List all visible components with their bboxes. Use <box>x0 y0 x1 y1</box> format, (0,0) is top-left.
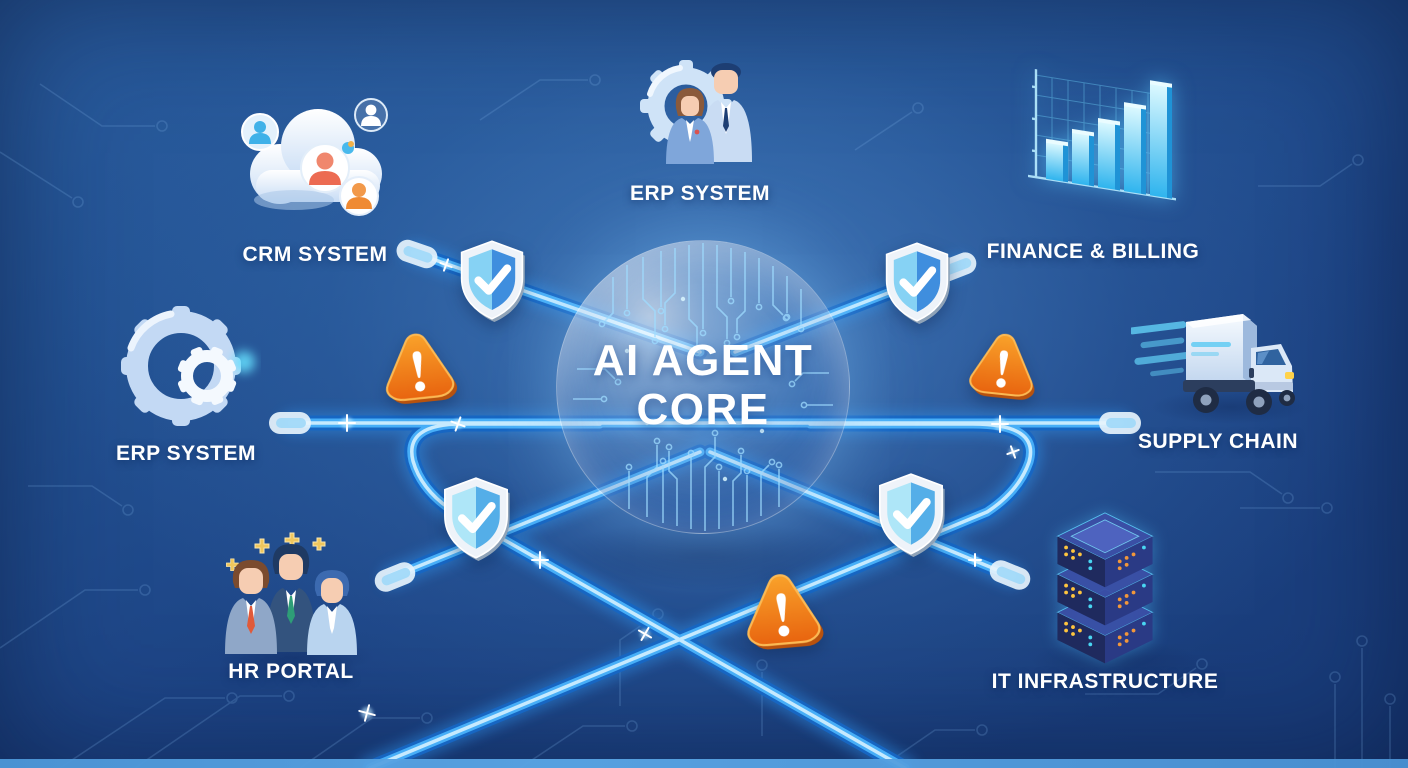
server-stack-icon <box>1056 512 1154 664</box>
gear-people-icon <box>640 60 752 164</box>
person-middle <box>266 544 316 652</box>
shield-check-icon <box>444 477 510 561</box>
ai-core-title-line1: AI AGENT <box>592 335 814 385</box>
node-label: CRM SYSTEM <box>242 243 388 266</box>
crm-avatar-top-left <box>241 113 279 151</box>
crm-avatar-center <box>300 141 354 193</box>
cargo-box <box>1185 314 1257 382</box>
ai-core-title-line2: CORE <box>636 385 770 435</box>
bar-chart-icon <box>1028 68 1176 201</box>
person-right <box>307 570 357 655</box>
node-label: ERP SYSTEM <box>630 182 770 205</box>
businesswoman <box>666 88 714 164</box>
crm-avatar-bottom-right <box>339 176 379 216</box>
server-unit-top <box>1056 512 1154 588</box>
tube-endpoints <box>269 239 1141 592</box>
node-label: ERP SYSTEM <box>116 442 256 465</box>
node-label: FINANCE & BILLING <box>986 240 1200 263</box>
speed-lines <box>1130 321 1194 377</box>
shield-check-icon <box>879 473 945 557</box>
cloud-users-icon <box>241 98 388 216</box>
node-it-infrastructure: IT INFRASTRUCTURE <box>992 506 1218 694</box>
node-label: SUPPLY CHAIN <box>1137 430 1299 453</box>
shield-check-icon <box>885 242 950 324</box>
warning-icon <box>747 574 824 650</box>
truck-icon <box>1130 314 1295 415</box>
node-hr-portal: HR PORTAL <box>200 528 382 684</box>
tube-sparkles <box>338 258 1020 722</box>
node-erp-system-top: ERP SYSTEM <box>605 50 795 206</box>
node-erp-system-left: ERP SYSTEM <box>95 300 277 466</box>
person-left <box>225 560 277 654</box>
circuit-pattern <box>573 243 833 531</box>
warning-icon <box>969 333 1035 400</box>
cab <box>1248 344 1294 392</box>
crm-avatar-top-right <box>354 98 388 132</box>
people-group-icon <box>225 532 357 655</box>
node-crm-system: CRM SYSTEM <box>220 84 410 267</box>
ai-core-sphere: AI AGENT CORE <box>556 240 850 534</box>
shield-check-icon <box>460 240 525 322</box>
node-label: HR PORTAL <box>228 660 354 683</box>
node-supply-chain: SUPPLY CHAIN <box>1113 308 1323 454</box>
node-finance-billing: FINANCE & BILLING <box>980 64 1206 264</box>
gears-icon <box>121 306 255 426</box>
wheels <box>1192 387 1295 415</box>
warning-icon <box>386 333 458 404</box>
node-label: IT INFRASTRUCTURE <box>991 670 1219 693</box>
ai-core-title: AI AGENT CORE <box>557 336 849 435</box>
